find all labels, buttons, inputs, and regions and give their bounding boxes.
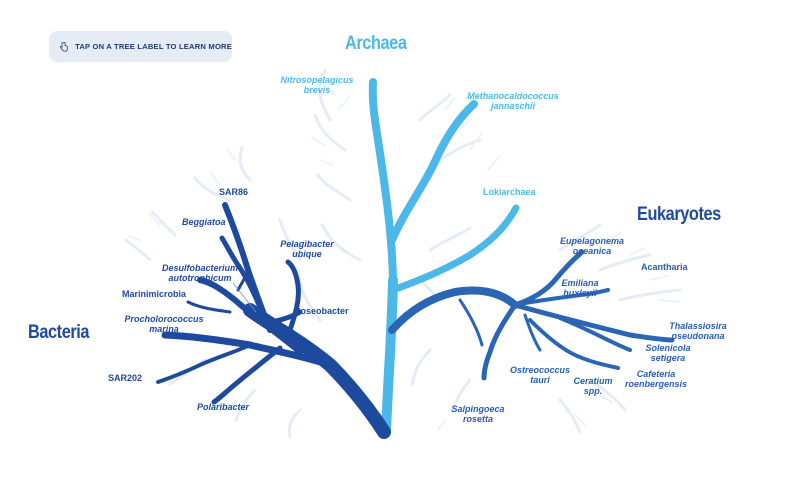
label-cafeteria-roenbergensis[interactable]: Cafeteria roenbergensis — [620, 369, 692, 389]
label-line-1: SAR202 — [108, 373, 143, 383]
label-line-1: Methanocaldococcus — [467, 91, 559, 101]
bacteria-branches — [156, 202, 391, 439]
label-eupelagonema-oceanica[interactable]: Eupelagonema oceanica — [552, 236, 632, 256]
label-line-1: SAR86 — [219, 187, 249, 197]
label-lokiarchaea[interactable]: Lokiarchaea — [483, 187, 536, 198]
label-line-1: Thalassiosira — [669, 321, 727, 331]
label-line-1: Nitrosopelagicus — [280, 75, 354, 85]
label-line-2: huxleyii — [563, 287, 597, 298]
label-ceratium-spp[interactable]: Ceratium spp. — [568, 376, 618, 396]
label-line-1: Desulfobacterium — [161, 263, 239, 273]
label-line-1: Cafeteria — [636, 369, 676, 379]
label-procholorococcus-marina[interactable]: Procholorococcus marina — [120, 314, 208, 334]
label-line-2: rosetta — [462, 413, 493, 424]
label-line-1: Procholorococcus — [124, 314, 204, 324]
pointer-hand-icon — [59, 41, 68, 52]
label-line-2: brevis — [303, 84, 331, 95]
label-acantharia[interactable]: Acantharia — [641, 262, 688, 273]
domain-title-archaea[interactable]: Archaea — [345, 33, 407, 54]
label-line-2: spp. — [583, 385, 603, 396]
label-line-2: ubique — [292, 248, 322, 259]
background-twigs-thin — [127, 81, 681, 431]
tap-hint-text: TAP ON A TREE LABEL TO LEARN MORE — [75, 42, 232, 51]
label-emiliana-huxleyii[interactable]: Emiliana huxleyii — [552, 278, 608, 298]
label-roseobacter[interactable]: Roseobacter — [294, 306, 349, 317]
label-line-1: Ceratium — [573, 376, 613, 386]
label-thalassiosira-pseudonana[interactable]: Thalassiosira pseudonana — [666, 321, 730, 341]
label-line-1: Lokiarchaea — [483, 187, 536, 197]
label-ostreococcus-tauri[interactable]: Ostreococcus tauri — [508, 365, 572, 385]
label-solenicola-setigera[interactable]: Solenicola setigera — [640, 343, 696, 363]
label-sar202[interactable]: SAR202 — [108, 373, 143, 384]
label-beggiatoa[interactable]: Beggiatoa — [182, 217, 226, 228]
label-line-1: Acantharia — [641, 262, 688, 272]
archaea-branches — [368, 78, 520, 437]
label-desulfobacterium-autotrophicum[interactable]: Desulfobacterium autotrophicum — [155, 263, 245, 283]
label-line-1: Polaribacter — [197, 402, 250, 412]
label-line-2: roenbergensis — [624, 378, 688, 389]
label-line-2: setigera — [650, 352, 686, 363]
label-line-1: Pelagibacter — [280, 239, 334, 249]
tap-hint-button[interactable]: TAP ON A TREE LABEL TO LEARN MORE — [49, 31, 232, 62]
label-line-2: autotrophicum — [168, 272, 232, 283]
domain-title-bacteria[interactable]: Bacteria — [28, 322, 90, 343]
label-line-1: Eupelagonema — [559, 236, 624, 246]
eukaryote-branches — [388, 249, 675, 381]
label-line-1: Salpingoeca — [451, 404, 505, 414]
label-line-1: Solenicola — [645, 343, 691, 353]
label-line-2: jannaschii — [490, 100, 535, 111]
label-pelagibacter-ubique[interactable]: Pelagibacter ubique — [272, 239, 342, 259]
label-line-2: marina — [149, 323, 179, 334]
label-nitrosopelagicus-brevis[interactable]: Nitrosopelagicus brevis — [277, 75, 357, 95]
label-methanocaldococcus-jannaschii[interactable]: Methanocaldococcus jannaschii — [458, 91, 568, 111]
label-line-1: Emiliana — [561, 278, 599, 288]
label-line-2: oceanica — [572, 245, 612, 256]
label-polaribacter[interactable]: Polaribacter — [197, 402, 250, 413]
label-line-1: Ostreococcus — [509, 365, 571, 375]
label-line-1: Roseobacter — [294, 306, 349, 316]
label-line-2: pseudonana — [671, 330, 725, 341]
label-line-1: Marinimicrobia — [122, 289, 187, 299]
label-line-1: Beggiatoa — [182, 217, 226, 227]
label-salpingoeca-rosetta[interactable]: Salpingoeca rosetta — [448, 404, 508, 424]
desulfobacterium-leader — [232, 282, 257, 313]
label-line-2: tauri — [530, 374, 550, 385]
label-sar86[interactable]: SAR86 — [219, 187, 249, 198]
label-marinimicrobia[interactable]: Marinimicrobia — [122, 289, 187, 300]
domain-title-eukaryotes[interactable]: Eukaryotes — [637, 204, 721, 225]
